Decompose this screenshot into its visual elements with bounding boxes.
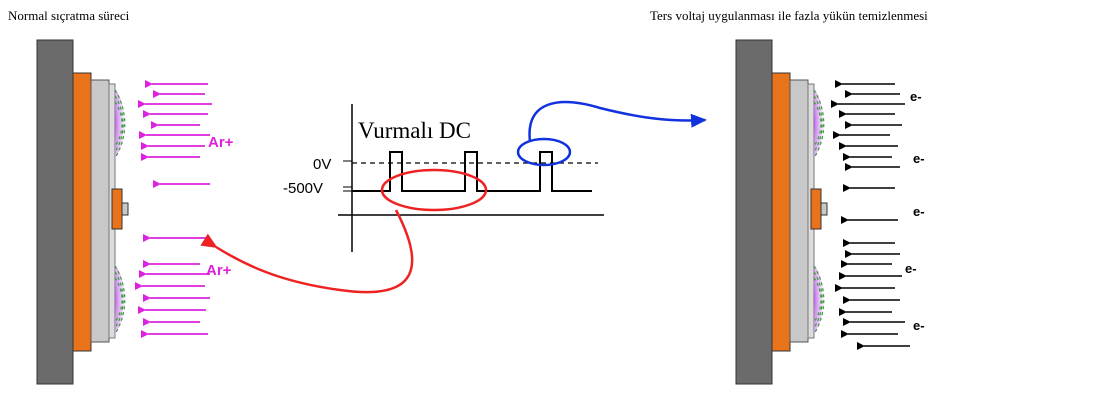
- pulse-waveform: [352, 151, 592, 192]
- ion-arrows-top: [138, 80, 212, 242]
- caption-normal-sputtering: Normal sıçratma süreci: [8, 8, 130, 23]
- electron-label-4: e-: [905, 261, 917, 276]
- left-target-backing: [36, 39, 74, 385]
- right-plasma-top: [813, 88, 825, 159]
- electron-label-3: e-: [913, 204, 925, 219]
- red-highlight-ellipse: [380, 168, 488, 212]
- right-target-assembly: e- e- e- e- e-: [735, 39, 925, 385]
- pulsed-dc-chart: Vurmalı DC 0V -500V: [283, 104, 604, 252]
- right-copper-plate: [771, 72, 791, 352]
- ion-label-top: Ar+: [208, 134, 234, 151]
- ion-label-bottom: Ar+: [206, 262, 232, 279]
- label-0v: 0V: [313, 156, 331, 173]
- blue-curved-arrow: [528, 100, 707, 143]
- label-minus-500v: -500V: [283, 180, 323, 197]
- left-copper-plate: [72, 72, 92, 352]
- left-shield: [90, 79, 110, 343]
- ion-arrows-bottom: [135, 260, 210, 338]
- right-plasma-bottom: [813, 264, 825, 335]
- right-center-clamp: [810, 188, 822, 230]
- left-plasma-top: [114, 88, 126, 159]
- right-target-backing: [735, 39, 773, 385]
- electron-label-2: e-: [913, 151, 925, 166]
- electron-arrows: [831, 80, 910, 350]
- right-shield: [789, 79, 809, 343]
- electron-label-1: e-: [910, 89, 922, 104]
- caption-reverse-voltage: Ters voltaj uygulanması ile fazla yükün …: [650, 8, 928, 23]
- electron-label-5: e-: [913, 318, 925, 333]
- left-target-assembly: Ar+ Ar+: [36, 39, 234, 385]
- blue-highlight-ellipse: [516, 137, 572, 167]
- left-plasma-bottom: [114, 264, 126, 335]
- red-curved-arrow: [200, 209, 414, 294]
- chart-title: Vurmalı DC: [358, 118, 471, 143]
- left-center-clamp: [111, 188, 123, 230]
